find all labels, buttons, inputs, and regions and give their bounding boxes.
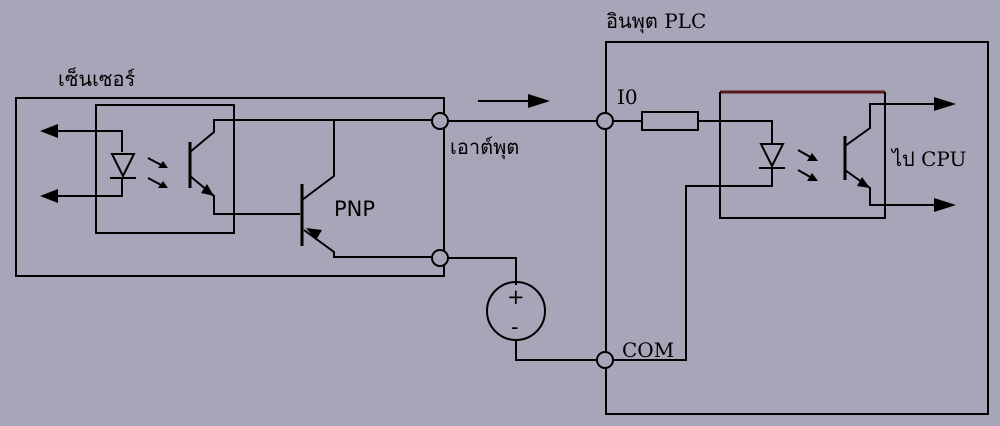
input-resistor	[641, 111, 699, 131]
pnp-arrow-icon	[306, 228, 322, 240]
plc-block: อินพุต PLC	[605, 9, 989, 415]
arrow-left-icon	[40, 124, 58, 138]
emitter-wire	[189, 175, 300, 215]
sensor-output-terminal	[431, 112, 449, 130]
collector-wire	[189, 119, 440, 153]
sensor-phototransistor	[188, 119, 440, 215]
output-label: เอาต์พุต	[450, 135, 519, 160]
arrow-left-icon	[40, 189, 58, 203]
sensor-title: เซ็นเซอร์	[58, 66, 136, 91]
emitter-arrow-icon	[201, 184, 214, 196]
com-wire	[613, 168, 773, 361]
led-triangle-icon	[110, 153, 136, 179]
cpu-collector-wire	[844, 103, 936, 147]
light-ray	[797, 149, 813, 159]
optocoupler-box	[719, 92, 886, 219]
com-terminal	[596, 351, 614, 369]
i0-terminal	[596, 112, 614, 130]
current-direction-arrow	[478, 94, 550, 108]
pnp-emitter-wire	[301, 120, 335, 201]
com-label: COM	[622, 338, 674, 362]
arrow-icon	[158, 181, 168, 188]
sensor-ground-terminal	[431, 249, 449, 267]
arrow-right-icon	[528, 94, 550, 108]
sensor-emitter-arrows	[40, 124, 123, 203]
sensor-led	[110, 153, 168, 188]
plc-enclosure	[605, 41, 989, 415]
i0-label: I0	[617, 85, 638, 109]
pnp-label: PNP	[334, 197, 375, 221]
to-cpu-label: ไป CPU	[890, 147, 966, 171]
sensor-optocoupler-box	[95, 104, 235, 234]
plc-optocoupler	[719, 90, 936, 219]
led-triangle-icon	[759, 143, 785, 169]
supply-negative-wire	[515, 340, 597, 361]
pnp-collector-wire	[303, 229, 440, 258]
led-anode-wire	[698, 120, 773, 144]
arrow-icon	[158, 161, 168, 168]
arrow-icon	[807, 153, 818, 161]
cpu-emitter-wire	[844, 169, 936, 206]
plc-title: อินพุต PLC	[606, 9, 706, 34]
dc-supply: + -	[486, 281, 546, 341]
sensor-block: เซ็นเซอร์	[15, 66, 445, 277]
sensor-enclosure	[15, 97, 445, 277]
arrow-right-icon	[934, 198, 956, 212]
arrow-icon	[807, 173, 818, 181]
emitter-arrow-icon	[857, 177, 870, 188]
supply-plus-sign: +	[507, 285, 525, 309]
pnp-transistor: PNP	[300, 120, 440, 258]
light-ray	[797, 169, 813, 179]
arrow-right-icon	[934, 97, 956, 111]
sensor-arrow-line-bottom	[50, 178, 123, 197]
supply-minus-sign: -	[511, 315, 519, 339]
sensor-arrow-line-top	[50, 130, 123, 152]
supply-positive-wire	[448, 257, 517, 285]
